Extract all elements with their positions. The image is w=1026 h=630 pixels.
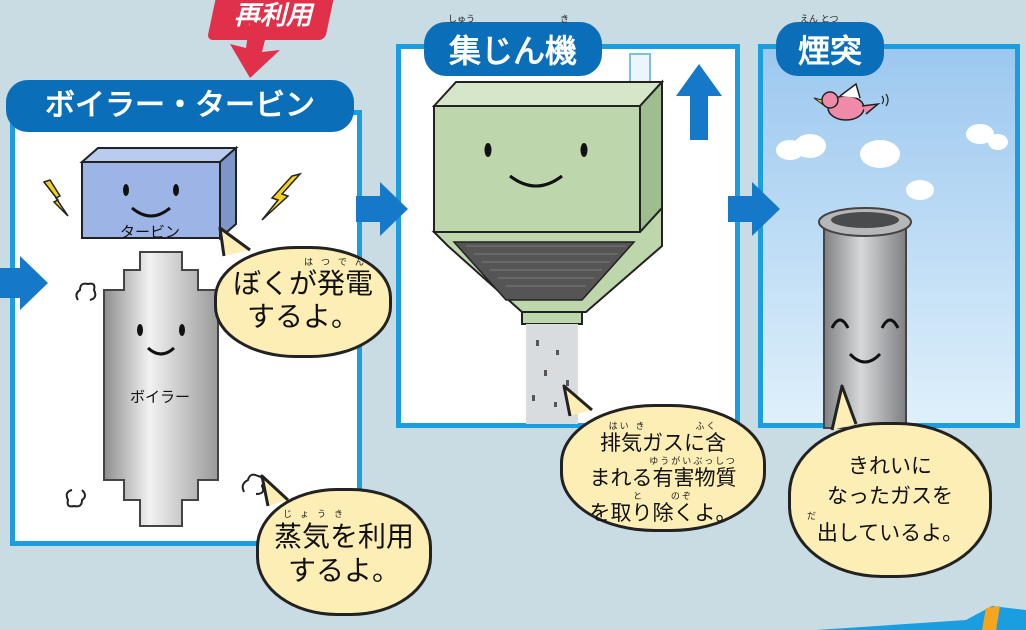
- flow-arrow-icon: [356, 182, 408, 236]
- bubble-line: ぼくが発電: [232, 267, 373, 300]
- bubble-tail: [260, 474, 290, 507]
- bubble-line: するよ。: [287, 554, 400, 587]
- chimney-title: 煙突: [797, 32, 862, 70]
- bubble-tail: [562, 384, 593, 417]
- boiler-label: ボイラー: [129, 388, 190, 406]
- bubble-line: 蒸気を利用: [273, 520, 414, 553]
- dust-collector-header: 集じん機: [424, 22, 602, 76]
- steam-puff-icon: [241, 473, 265, 495]
- decorative-arrow-icon: [816, 606, 1026, 630]
- ruby-text: ゆうがいぶっしつ: [649, 457, 737, 467]
- cloud-illustration: [776, 124, 1008, 200]
- turbine-label: タービン: [119, 223, 180, 241]
- bubble-line: するよ。: [246, 300, 359, 333]
- bubble-line: 排気ガスに含: [600, 431, 726, 455]
- bubble-line: きれいに: [848, 454, 932, 478]
- bubble-tail: [218, 226, 251, 257]
- boiler-turbine-header: ボイラー・タービン: [6, 80, 354, 132]
- speech-bubble-chimney: きれいに なったガスを だ 出しているよ。: [788, 422, 992, 578]
- speech-bubble-boiler: じょうき 蒸気を利用 するよ。: [256, 488, 432, 616]
- ruby-text: しゅう: [448, 15, 476, 25]
- ruby-text: き: [560, 15, 570, 25]
- flow-arrow-icon: [728, 182, 780, 236]
- boiler-illustration: [103, 251, 219, 527]
- bubble-line: なったガスを: [827, 484, 953, 508]
- speech-bubble-turbine: はつでん ぼくが発電 するよ。: [214, 246, 392, 358]
- turbine-illustration: [79, 145, 239, 241]
- exhaust-up-arrow: [676, 64, 722, 140]
- collector-title: 集じん機: [448, 32, 577, 70]
- bubble-tail: [830, 384, 858, 431]
- reuse-down-arrow: [230, 20, 280, 78]
- speech-bubble-collector: はい き ふく 排気ガスに含 ゆうがいぶっしつ まれる有害物質 と のぞ を取り…: [560, 404, 766, 532]
- bubble-line: を取り除くよ。: [589, 501, 737, 525]
- chimney-illustration: [818, 207, 912, 429]
- steam-puff-icon: [75, 282, 97, 301]
- ruby-text: じょうき: [283, 510, 352, 520]
- ruby-text: えん とつ: [800, 15, 839, 25]
- ruby-text: はつでん: [303, 258, 372, 268]
- bubble-line: まれる有害物質: [589, 466, 737, 490]
- ruby-text: と のぞ: [633, 492, 693, 502]
- ruby-text: はい き ふく: [608, 422, 718, 432]
- steam-puff-icon: [65, 489, 86, 508]
- ruby-text: だ: [807, 512, 825, 522]
- flow-arrow-icon: [0, 256, 48, 310]
- bubble-line: 出しているよ。: [816, 521, 964, 545]
- dust-collector-illustration: [431, 53, 665, 424]
- bird-icon: [813, 82, 889, 121]
- lightning-icon: [42, 179, 69, 217]
- lightning-icon: [261, 172, 303, 221]
- chimney-header: 煙突: [776, 22, 884, 76]
- reuse-label-text: 再利用: [233, 1, 312, 31]
